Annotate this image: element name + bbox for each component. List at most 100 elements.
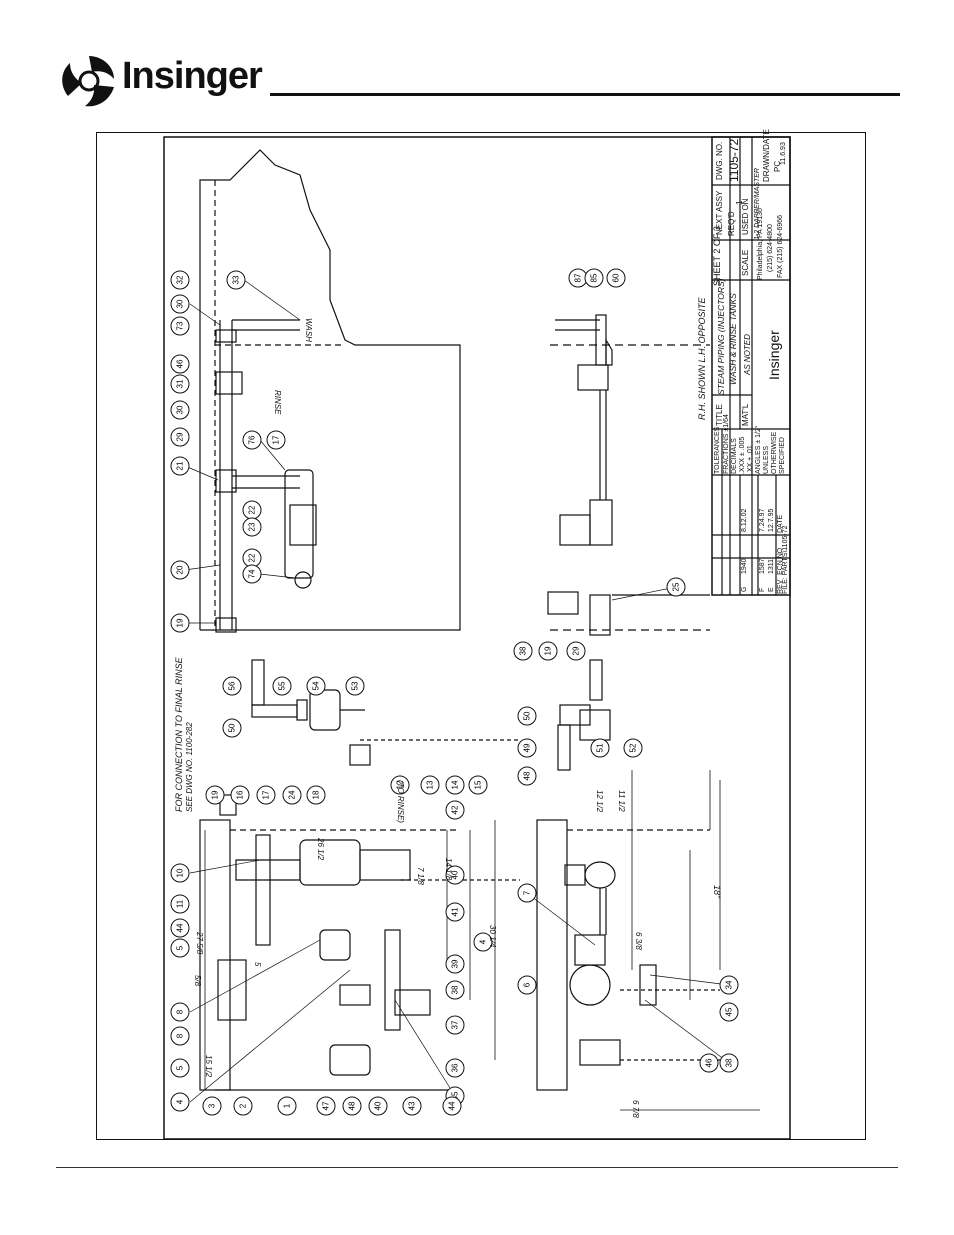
balloon-callout: 34 <box>719 975 739 995</box>
balloon-number: 40 <box>374 1101 383 1110</box>
balloon-circle <box>170 427 190 447</box>
balloon-callout: 73 <box>170 316 190 336</box>
balloon-circle <box>170 918 190 938</box>
dwg-no-value: 1105-72 <box>727 138 741 182</box>
balloon-circle <box>170 560 190 580</box>
balloon-circle <box>170 1058 190 1078</box>
dim-label-8: 5 <box>253 962 262 967</box>
balloon-circle <box>445 1015 465 1035</box>
balloon-number: 4 <box>176 1099 185 1104</box>
title-line-2: WASH & RINSE TANKS <box>728 293 738 385</box>
balloon-number: 25 <box>672 582 681 591</box>
balloon-circle <box>256 785 276 805</box>
balloon-callout: 32 <box>170 270 190 290</box>
final-rinse-fittings <box>251 659 611 771</box>
balloon-number: 29 <box>176 432 185 441</box>
balloon-circle <box>442 1096 462 1116</box>
balloon-callout: 50 <box>517 706 537 726</box>
balloon-callout: 19 <box>205 785 225 805</box>
balloon-number: 8 <box>176 1033 185 1038</box>
balloon-circle <box>170 613 190 633</box>
balloon-circle <box>445 1058 465 1078</box>
dim-label-2: 27 5/8 <box>195 932 204 955</box>
rinse-label: RINSE <box>273 390 282 415</box>
balloon-callout: 41 <box>445 902 465 922</box>
balloon-circle <box>445 980 465 1000</box>
footer-rule <box>56 1167 898 1168</box>
tol-angles: ANGLES ± 1/2° <box>755 425 762 474</box>
rev-f-date: 7.24.97 <box>759 508 766 532</box>
balloon-callout: 40 <box>445 865 465 885</box>
balloon-callout: 20 <box>170 560 190 580</box>
connection-note-2: SEE DWG NO. 1100-282 <box>185 722 194 812</box>
balloon-number: 54 <box>312 681 321 690</box>
balloon-callout: 51 <box>590 738 610 758</box>
balloon-callout: 60 <box>606 268 626 288</box>
balloon-callout: 49 <box>517 738 537 758</box>
balloon-number: 42 <box>451 805 460 814</box>
balloon-callout: 15 <box>468 775 488 795</box>
balloon-callout: 10 <box>170 863 190 883</box>
balloon-callout: 50 <box>222 718 242 738</box>
balloon-callout: 87 <box>568 268 588 288</box>
balloon-callout: 17 <box>266 430 286 450</box>
connection-note-1: FOR CONNECTION TO FINAL RINSE <box>174 657 184 812</box>
address-1: Philadelphia, PA 19136 <box>757 208 764 280</box>
balloon-number: 34 <box>725 980 734 989</box>
side-view-upper <box>547 314 710 636</box>
balloon-number: 50 <box>228 723 237 732</box>
balloon-circle <box>390 775 410 795</box>
rev-g-date: 8.12.02 <box>741 508 748 532</box>
balloon-callout: 29 <box>170 427 190 447</box>
balloon-callout: 76 <box>242 430 262 450</box>
balloon-circle <box>226 270 246 290</box>
balloon-number: 39 <box>451 959 460 968</box>
balloon-number: 17 <box>262 790 271 799</box>
dim-label-1: 5/8 <box>193 975 202 987</box>
balloon-number: 19 <box>544 646 553 655</box>
balloon-callout: 42 <box>445 800 465 820</box>
balloon-circle <box>623 738 643 758</box>
balloon-callout: 11 <box>170 894 190 914</box>
balloon-circle <box>222 676 242 696</box>
rev-e-ecn: 1311 <box>768 558 775 574</box>
balloon-circle <box>170 894 190 914</box>
balloon-number: 44 <box>176 923 185 932</box>
balloon-circle <box>266 430 286 450</box>
balloon-callout: 33 <box>226 270 246 290</box>
balloon-callout: 53 <box>345 676 365 696</box>
balloon-callout: 22 <box>242 548 262 568</box>
dim-label-9: 6 3/8 <box>634 932 643 950</box>
balloon-circle <box>222 718 242 738</box>
scale-value: AS NOTED <box>743 334 752 375</box>
address-2: (215) 624-4800 <box>767 224 774 272</box>
balloon-circle <box>282 785 302 805</box>
balloon-callout: 45 <box>719 1002 739 1022</box>
balloon-circle <box>170 1092 190 1112</box>
file-label: FILE: PARTS\1105-72 <box>782 525 789 594</box>
dimension-lines <box>204 770 760 1111</box>
balloon-circle <box>368 1096 388 1116</box>
balloon-callout: 22 <box>242 500 262 520</box>
balloon-circle <box>170 863 190 883</box>
upper-pipe-run <box>215 319 317 633</box>
dim-label-12: 12 1/2 <box>595 790 604 813</box>
tol-decimals: DECIMALS <box>731 438 738 474</box>
tol-specified: SPECIFIED <box>779 437 786 474</box>
balloon-circle <box>445 865 465 885</box>
balloon-circle <box>170 400 190 420</box>
balloon-number: 44 <box>448 1101 457 1110</box>
balloon-number: 43 <box>408 1101 417 1110</box>
balloon-circle <box>517 706 537 726</box>
balloon-callout: 48 <box>342 1096 362 1116</box>
balloon-circle <box>566 641 586 661</box>
balloon-number: 36 <box>451 1063 460 1072</box>
balloon-number: 37 <box>451 1020 460 1029</box>
balloon-callout: 4 <box>170 1092 190 1112</box>
balloon-callout: 1 <box>277 1096 297 1116</box>
balloon-number: 23 <box>248 522 257 531</box>
insinger-logo <box>58 52 288 110</box>
balloon-number: 21 <box>176 461 185 470</box>
balloon-callout: 21 <box>170 456 190 476</box>
